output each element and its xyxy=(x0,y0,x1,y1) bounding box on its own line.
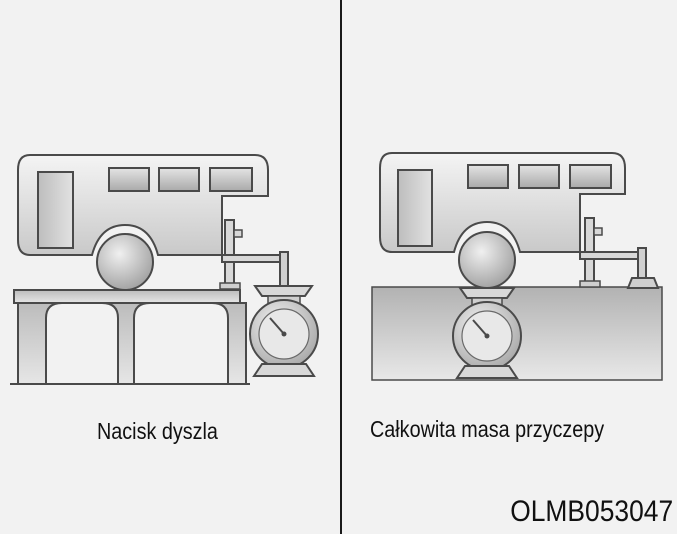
caravan-window xyxy=(467,164,509,189)
caravan-wheel xyxy=(458,231,516,289)
scale-pan xyxy=(458,287,516,299)
caravan-door xyxy=(37,171,74,249)
tongue-load-illustration xyxy=(10,154,319,385)
caravan-window xyxy=(158,167,200,192)
scale-pan xyxy=(253,285,314,297)
panel-total-trailer-mass: Całkowita masa przyczepy xyxy=(342,0,677,534)
drawbar xyxy=(221,254,286,263)
bridge-support xyxy=(17,302,247,385)
caption-tongue-load: Nacisk dyszla xyxy=(97,418,218,444)
caravan-window xyxy=(209,167,253,192)
caravan-body xyxy=(17,154,269,256)
caravan-window xyxy=(518,164,560,189)
bridge-deck xyxy=(13,289,241,304)
scale-base xyxy=(252,363,316,377)
panel-tongue-load: Nacisk dyszla xyxy=(10,154,319,444)
caravan-wheel xyxy=(96,233,154,291)
drawbar-support xyxy=(626,277,660,289)
caravan-window xyxy=(108,167,150,192)
panel-divider xyxy=(340,0,342,534)
caravan-window xyxy=(569,164,612,189)
total-mass-illustration xyxy=(371,152,663,381)
caravan-door xyxy=(397,169,433,247)
caravan-body xyxy=(379,152,626,253)
scale-base xyxy=(455,365,519,379)
caption-total-trailer-mass: Całkowita masa przyczepy xyxy=(370,416,605,442)
figure-code: OLMB053047 xyxy=(510,495,673,528)
drawbar xyxy=(579,251,643,260)
